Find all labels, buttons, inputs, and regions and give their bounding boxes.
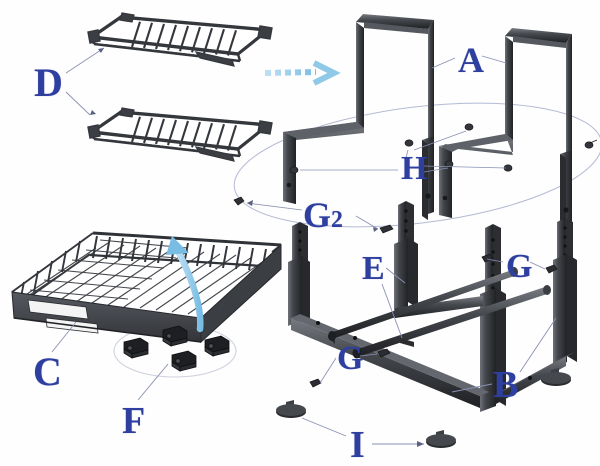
wire-shelf-rack-upper — [87, 12, 273, 67]
part-label-g2-subscript: 2 — [331, 207, 343, 233]
leader-line-b — [451, 317, 557, 393]
part-label-h: H — [401, 150, 428, 187]
part-label-g2-letter: G — [303, 195, 332, 235]
part-label-i: I — [350, 424, 365, 466]
leader-arrow-d2 — [90, 110, 96, 115]
part-label-d: D — [34, 60, 63, 105]
part-label-f: F — [122, 400, 146, 442]
side-frame-left — [283, 14, 434, 220]
fastener-lock-nuts — [289, 123, 594, 174]
part-label-g-left: G — [337, 340, 364, 377]
leader-line-a — [431, 55, 507, 69]
part-label-g-right: G — [506, 248, 533, 285]
leader-line-c — [51, 321, 77, 353]
part-label-e: E — [362, 250, 385, 287]
highlight-ellipse-upper — [233, 102, 600, 228]
adjustable-feet — [276, 368, 571, 448]
leader-arrow-d1 — [98, 48, 104, 53]
part-label-g2: G2 — [303, 197, 343, 233]
cross-bar-front-visible — [352, 285, 551, 359]
leader-line-f — [137, 363, 169, 401]
leader-arrow-i — [417, 441, 424, 447]
leader-line-e — [381, 267, 406, 339]
wire-shelf-rack-lower — [87, 107, 273, 162]
wire-basket — [11, 231, 282, 344]
leader-line-d — [65, 47, 105, 116]
leader-line-i — [301, 417, 424, 445]
fastener-short-bolts — [309, 253, 558, 388]
part-label-b: B — [493, 364, 519, 406]
part-label-a: A — [458, 40, 484, 80]
motion-arrow-dashed — [264, 60, 341, 86]
cross-bar-rear — [328, 267, 518, 344]
mounting-clips — [123, 325, 230, 372]
part-label-c: C — [33, 349, 62, 394]
fastener-long-bolts — [233, 139, 598, 234]
motion-arrow-curved — [166, 236, 204, 333]
